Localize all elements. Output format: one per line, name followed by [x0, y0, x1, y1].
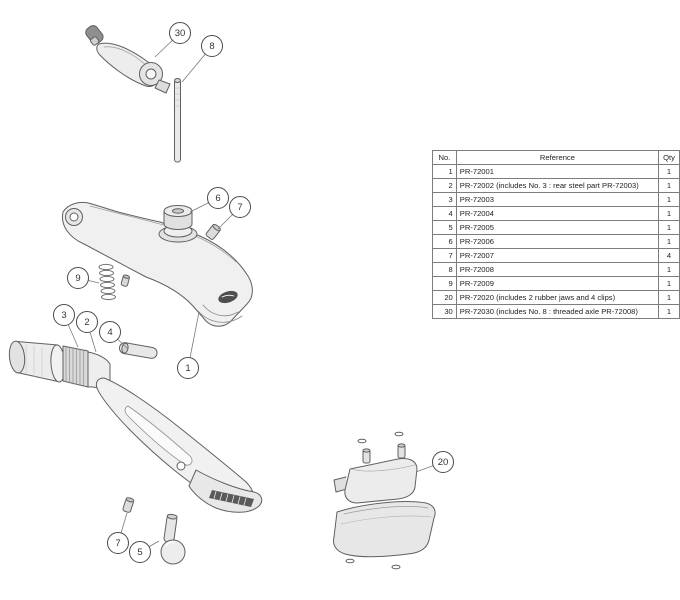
callout-balloon-3 — [53, 304, 75, 326]
row-qty: 1 — [658, 164, 680, 179]
part-ball-post — [160, 513, 186, 565]
callout-balloon-8 — [201, 35, 223, 57]
callout-label-6: 6 — [215, 193, 220, 204]
part-small-screw — [120, 274, 130, 287]
row-no: 6 — [432, 234, 457, 249]
row-no: 20 — [432, 290, 457, 305]
part-pin — [118, 342, 158, 359]
row-no: 2 — [432, 178, 457, 193]
callout-label-4: 4 — [107, 327, 112, 338]
row-qty: 1 — [658, 206, 680, 221]
part-rubber-jaws — [333, 431, 436, 570]
callout-balloon-1 — [177, 357, 199, 379]
row-no: 1 — [432, 164, 457, 179]
callout-label-7: 7 — [237, 202, 242, 213]
col-header-no: No. — [432, 150, 457, 165]
row-reference: PR-72006 — [455, 234, 660, 249]
row-reference: PR-72007 — [455, 248, 660, 263]
row-no: 9 — [432, 276, 457, 291]
callout-label-1: 1 — [185, 363, 190, 374]
part-small-bolt-bottom — [122, 497, 135, 513]
callout-balloon-30 — [169, 22, 191, 44]
row-qty: 1 — [658, 178, 680, 193]
row-qty: 1 — [658, 276, 680, 291]
row-reference: PR-72002 (includes No. 3 : rear steel pa… — [455, 178, 660, 193]
callout-label-7: 7 — [115, 538, 120, 549]
callout-balloon-2 — [76, 311, 98, 333]
clip — [394, 431, 404, 437]
part-knob — [163, 205, 193, 230]
row-qty: 1 — [658, 262, 680, 277]
row-qty: 1 — [658, 234, 680, 249]
row-reference: PR-72020 (includes 2 rubber jaws and 4 c… — [455, 290, 660, 305]
row-qty: 1 — [658, 304, 680, 319]
grip-pad — [209, 490, 254, 507]
row-reference: PR-72001 — [455, 164, 660, 179]
callout-label-9: 9 — [75, 273, 80, 284]
row-qty: 1 — [658, 290, 680, 305]
row-reference: PR-72004 — [455, 206, 660, 221]
row-no: 5 — [432, 220, 457, 235]
row-qty: 1 — [658, 192, 680, 207]
callout-balloon-9 — [67, 267, 89, 289]
clip — [357, 438, 367, 444]
row-reference: PR-72005 — [455, 220, 660, 235]
logo-badge — [218, 290, 238, 304]
callout-label-20: 20 — [438, 457, 449, 468]
upper-jaw — [344, 458, 418, 504]
part-clamp-body — [61, 201, 253, 327]
col-header-qty: Qty — [658, 150, 680, 165]
callout-balloon-4 — [99, 321, 121, 343]
callout-balloon-20 — [432, 451, 454, 473]
part-threaded-rod — [174, 78, 181, 163]
table-header-row: No. Reference Qty — [432, 150, 680, 165]
row-no: 8 — [432, 262, 457, 277]
callout-balloon-7 — [107, 532, 129, 554]
clip — [345, 558, 355, 564]
lower-jaw — [333, 501, 436, 558]
row-qty: 1 — [658, 220, 680, 235]
row-reference: PR-72030 (includes No. 8 : threaded axle… — [455, 304, 660, 319]
row-qty: 4 — [658, 248, 680, 263]
row-reference: PR-72009 — [455, 276, 660, 291]
row-no: 7 — [432, 248, 457, 263]
callout-balloon-5 — [129, 541, 151, 563]
callout-label-8: 8 — [209, 41, 214, 52]
row-no: 4 — [432, 206, 457, 221]
callout-balloon-6 — [207, 187, 229, 209]
part-knurled-ring — [62, 345, 89, 388]
row-reference: PR-72003 — [455, 192, 660, 207]
part-spring — [98, 263, 116, 301]
row-reference: PR-72008 — [455, 262, 660, 277]
part-shaft-lever-assembly — [8, 340, 263, 513]
callout-balloon-7 — [229, 196, 251, 218]
part-handle-lever — [85, 25, 171, 94]
clip — [391, 564, 401, 570]
callout-label-30: 30 — [175, 28, 186, 39]
callout-label-3: 3 — [61, 310, 66, 321]
col-header-reference: Reference — [455, 150, 660, 165]
part-bolt-upper — [205, 223, 221, 240]
row-no: 3 — [432, 192, 457, 207]
row-no: 30 — [432, 304, 457, 319]
callout-label-5: 5 — [137, 547, 142, 558]
callout-label-2: 2 — [84, 317, 89, 328]
